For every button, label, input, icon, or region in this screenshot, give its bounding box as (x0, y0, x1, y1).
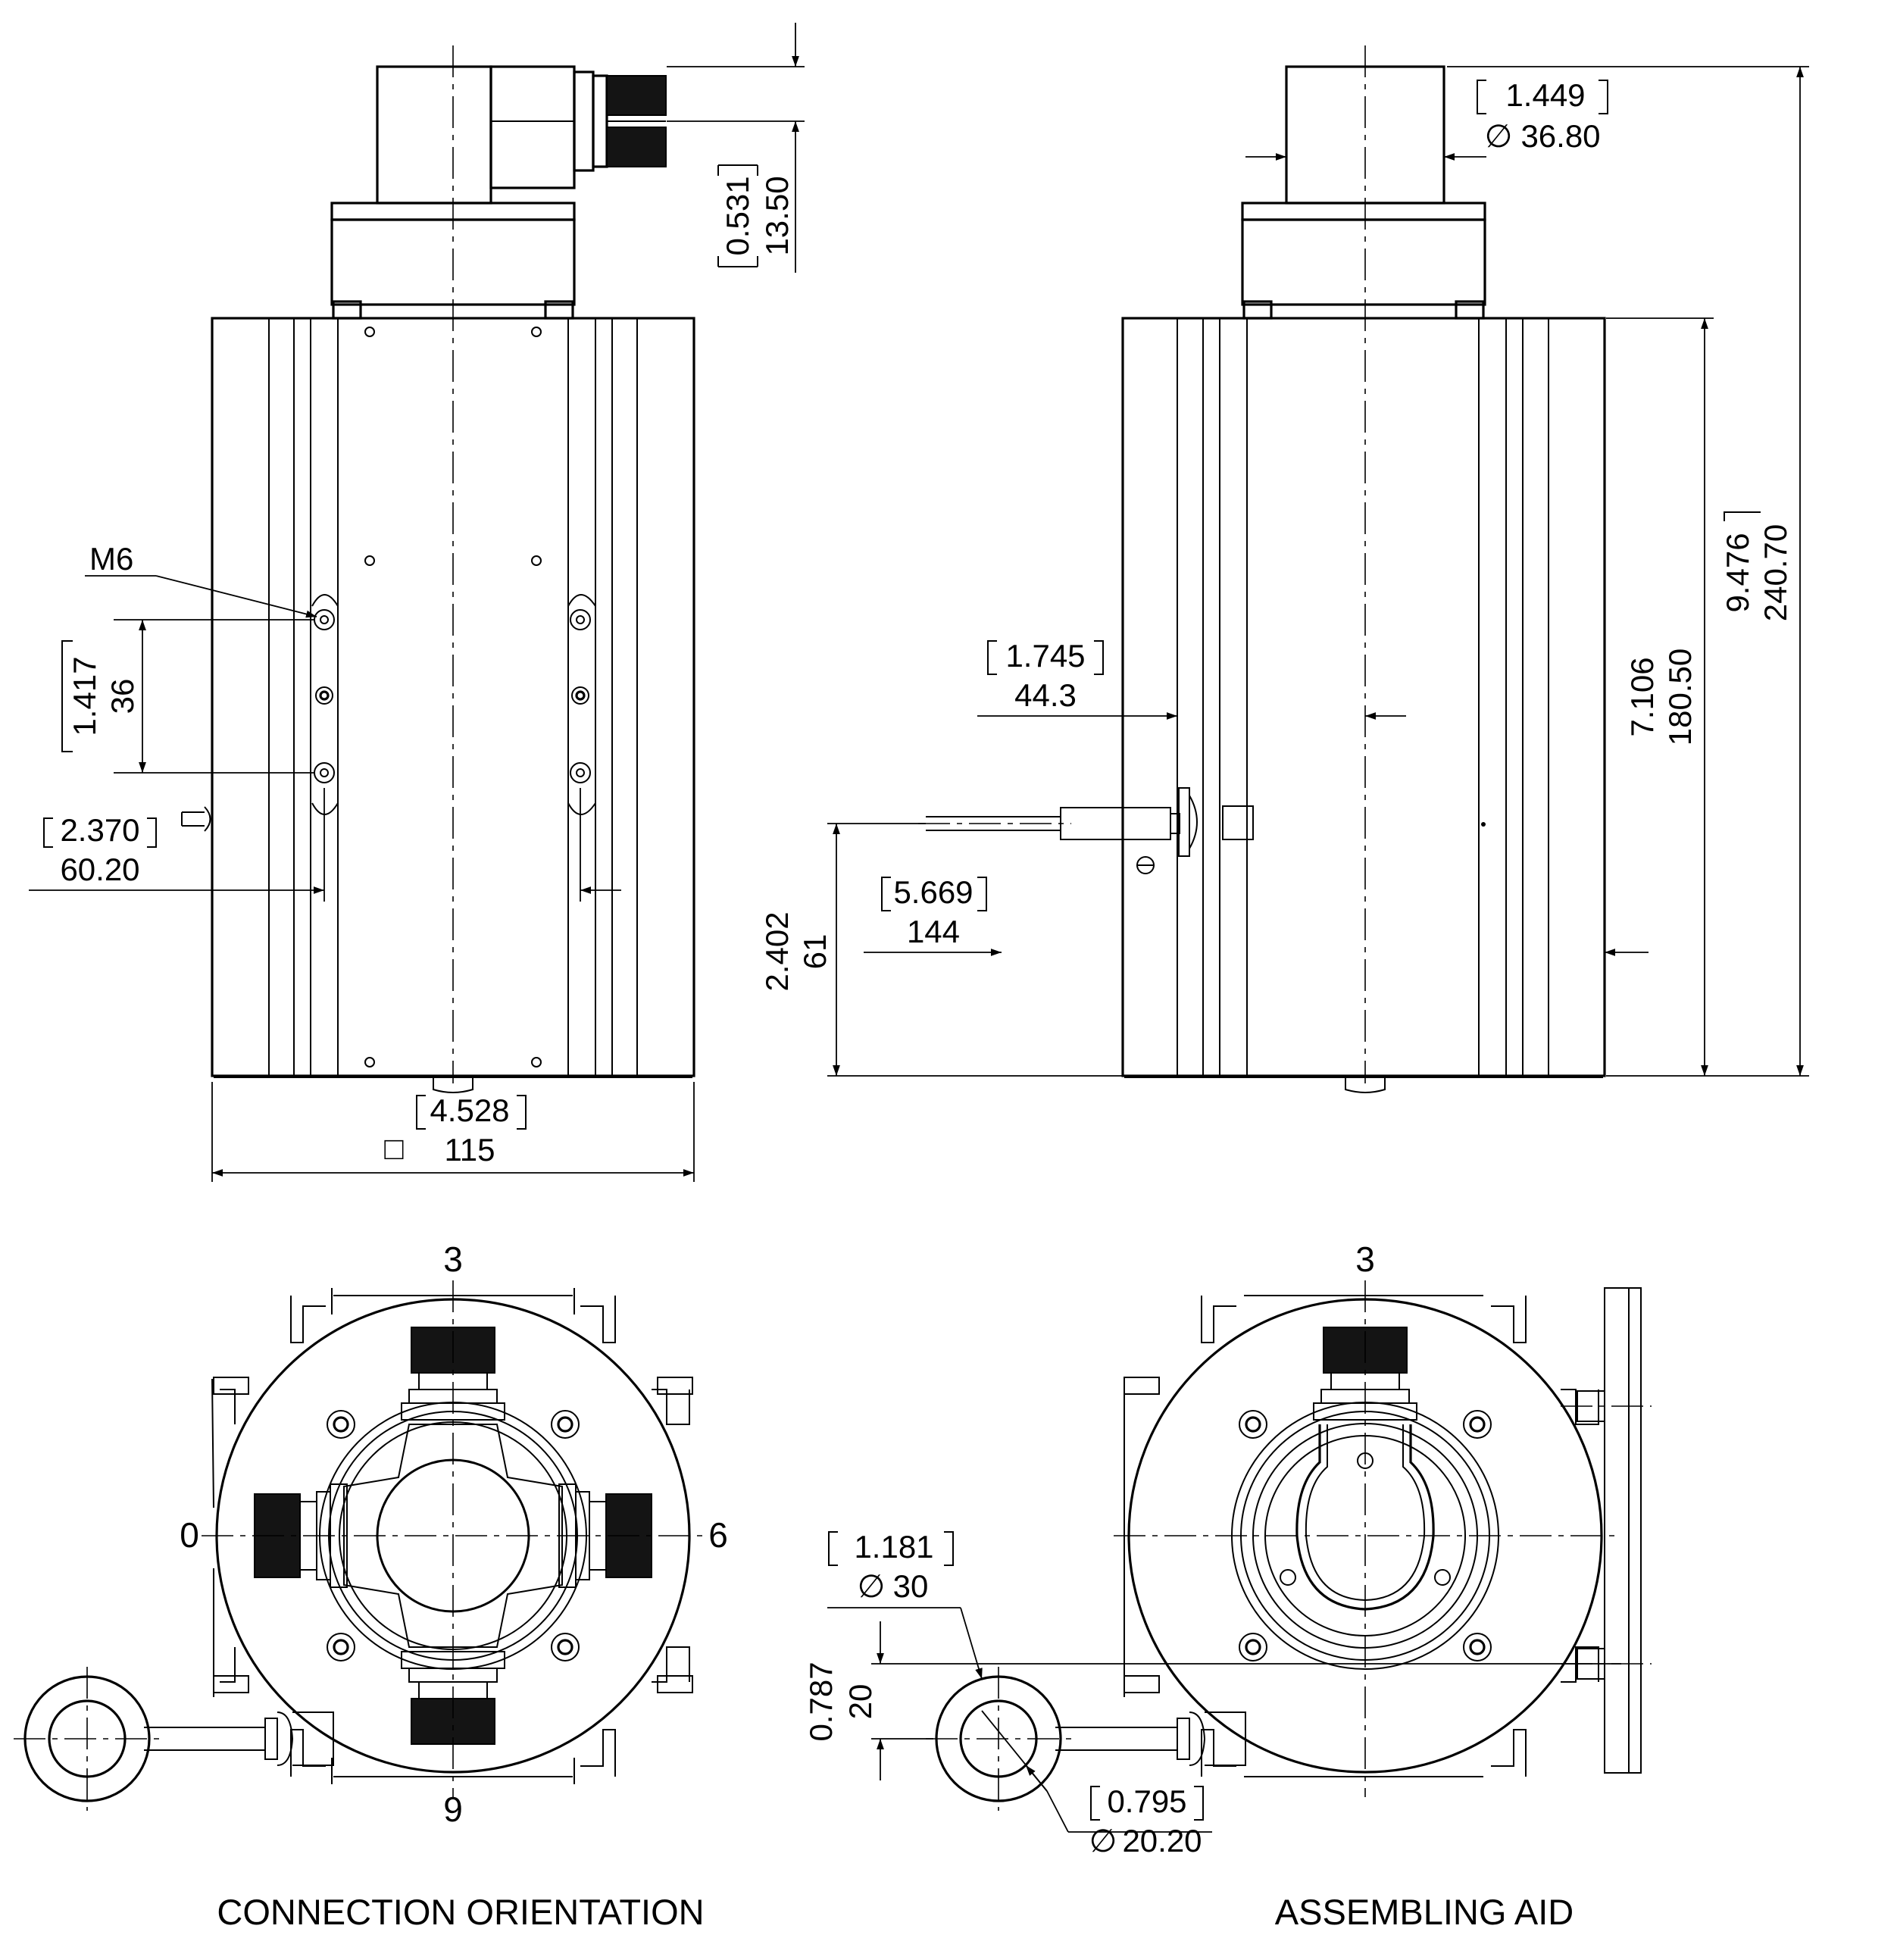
dimension-slot-spacing: 2.370 60.20 (29, 788, 621, 902)
ring-offset-inch: 0.787 (803, 1661, 839, 1741)
dimension-ring-outer: 1.181 ∅ 30 (827, 1529, 983, 1680)
body-width-inch: 4.528 (430, 1093, 509, 1128)
side-view (918, 45, 1606, 1093)
dimension-body-width: 4.528 □ 115 (211, 1082, 695, 1182)
dimension-reach: 5.669 144 (864, 874, 1649, 956)
orientation-top: 3 (443, 1239, 463, 1279)
assembling-aid-view (926, 1280, 1652, 1811)
connection-orientation-view (14, 1280, 705, 1811)
slot-spacing-inch: 2.370 (60, 812, 139, 848)
caption-connection-orientation: CONNECTION ORIENTATION (217, 1892, 704, 1932)
dimension-hole-spacing: 1.417 36 (61, 619, 314, 774)
orientation-bottom: 9 (443, 1790, 463, 1829)
dimension-body-height: 7.106 180.50 (1606, 317, 1714, 1076)
handle-height-inch: 2.402 (759, 911, 795, 991)
cap-diameter-symbol: ∅ (1485, 118, 1513, 154)
body-width-symbol: □ (384, 1130, 404, 1166)
cap-diameter-mm: 36.80 (1520, 118, 1600, 154)
body-height-inch: 7.106 (1624, 657, 1660, 736)
hole-spacing-mm: 36 (105, 679, 140, 714)
reach-mm: 144 (907, 914, 960, 949)
ring-inner-symbol: ∅ (1089, 1823, 1117, 1858)
cap-diameter-inch: 1.449 (1505, 77, 1585, 113)
dimension-total-height: 9.476 240.70 (1447, 66, 1809, 1077)
dimension-ring-inner: 0.795 ∅ 20.20 (981, 1710, 1212, 1858)
total-height-inch: 9.476 (1720, 533, 1755, 612)
ring-outer-mm: 30 (893, 1568, 929, 1604)
ring-outer-inch: 1.181 (854, 1529, 933, 1565)
assembling-position-label: 3 (1355, 1239, 1375, 1279)
body-width-mm: 115 (445, 1132, 495, 1168)
front-view (181, 45, 695, 1093)
axis-offset-mm: 44.3 (1014, 677, 1077, 713)
dimension-cap-diameter: 1.449 ∅ 36.80 (1245, 77, 1608, 161)
orientation-left: 0 (180, 1515, 199, 1555)
slot-spacing-mm: 60.20 (60, 852, 139, 887)
axis-offset-inch: 1.745 (1005, 638, 1085, 674)
dimension-top-offset: 0.531 13.50 (667, 23, 805, 273)
handle-height-mm: 61 (797, 934, 833, 970)
ring-outer-symbol: ∅ (858, 1568, 886, 1604)
caption-assembling-aid: ASSEMBLING AID (1275, 1892, 1574, 1932)
thread-label: M6 (89, 541, 133, 577)
top-offset-inch: 0.531 (720, 176, 755, 255)
orientation-right: 6 (708, 1515, 728, 1555)
dimension-axis-offset: 1.745 44.3 (977, 638, 1406, 788)
dimension-ring-offset: 0.787 20 (803, 1621, 1621, 1780)
dimension-handle-height: 2.402 61 (759, 823, 1123, 1077)
hole-spacing-inch: 1.417 (67, 656, 102, 736)
total-height-mm: 240.70 (1758, 524, 1793, 621)
ring-inner-inch: 0.795 (1107, 1783, 1186, 1819)
body-height-mm: 180.50 (1662, 649, 1698, 746)
ring-inner-mm: 20.20 (1122, 1823, 1202, 1858)
top-offset-mm: 13.50 (759, 176, 795, 255)
thread-callout: M6 (85, 541, 317, 618)
ring-offset-mm: 20 (842, 1684, 878, 1720)
reach-inch: 5.669 (893, 874, 973, 910)
